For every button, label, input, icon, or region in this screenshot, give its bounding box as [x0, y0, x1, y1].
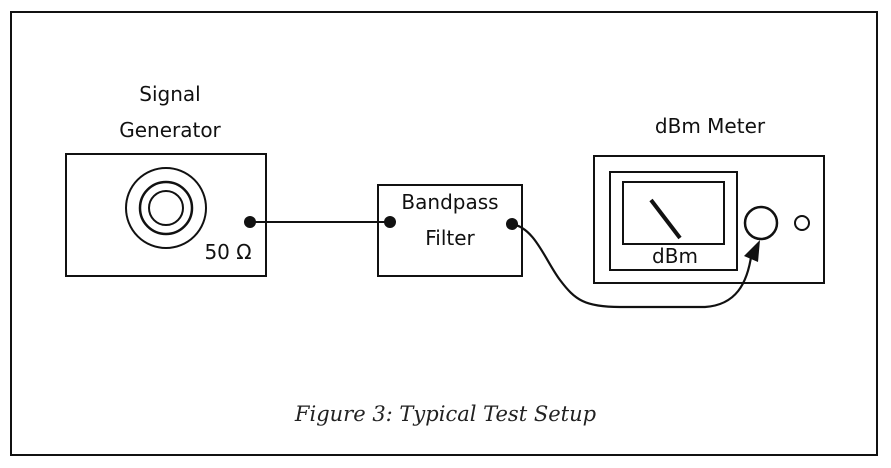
meter-display-inner	[622, 181, 725, 245]
signal-generator-title-line2: Generator	[119, 118, 221, 142]
generator-dial-icon	[125, 167, 207, 249]
filter-label-line1: Bandpass	[401, 190, 499, 214]
filter-label-line2: Filter	[425, 226, 475, 250]
meter-scale-label: dBm	[652, 244, 698, 268]
cable-arrowhead	[744, 240, 760, 262]
generator-output-jack	[244, 216, 256, 228]
meter-indicator-icon	[794, 215, 810, 231]
impedance-label: 50 Ω	[204, 240, 252, 264]
meter-needle-icon	[649, 198, 682, 240]
signal-generator-box	[65, 153, 267, 277]
bandpass-filter-box	[377, 184, 523, 277]
filter-to-meter-cable	[511, 222, 754, 309]
filter-input-jack	[384, 216, 396, 228]
meter-title: dBm Meter	[654, 114, 766, 138]
figure-caption: Figure 3: Typical Test Setup	[294, 402, 597, 426]
meter-knob-icon	[743, 205, 779, 241]
signal-generator-title-line1: Signal	[139, 82, 201, 106]
